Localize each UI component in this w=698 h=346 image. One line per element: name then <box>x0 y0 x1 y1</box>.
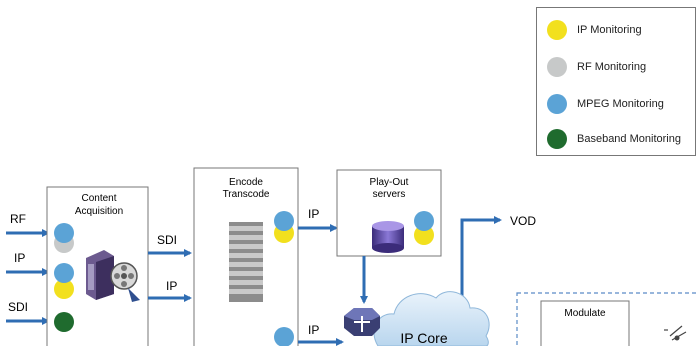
legend-label: Baseband Monitoring <box>577 133 681 145</box>
rf-monitoring-dot-icon <box>547 57 567 77</box>
vod-label: VOD <box>510 214 536 228</box>
mpeg-monitoring-dot-icon <box>414 211 434 231</box>
mpeg-monitoring-dot-icon <box>547 94 567 114</box>
link-label-sdi: SDI <box>157 233 177 247</box>
link-label-ip-lower: IP <box>308 323 319 337</box>
baseband-monitoring-dot-icon <box>547 129 567 149</box>
link-label-ip-playout: IP <box>308 207 319 221</box>
legend-item-ip: IP Monitoring <box>547 18 642 42</box>
encode-title-1: Encode <box>229 177 263 188</box>
input-label-ip: IP <box>14 251 25 265</box>
content-acquisition-title-1: Content <box>81 193 116 204</box>
playout-title-2: servers <box>373 189 406 200</box>
link-label-ip-upper: IP <box>166 279 177 293</box>
delivery-dashed-region <box>516 292 698 346</box>
legend-label: RF Monitoring <box>577 61 647 73</box>
modulate-box <box>540 300 630 346</box>
playout-title-1: Play-Out <box>370 177 409 188</box>
legend-item-mpeg: MPEG Monitoring <box>547 92 664 116</box>
baseband-monitoring-dot-icon <box>54 312 74 332</box>
input-label-rf: RF <box>10 212 26 226</box>
film-reel-icon <box>110 262 140 302</box>
mpeg-monitoring-dot-icon <box>274 211 294 231</box>
ip-core-label: IP Core <box>400 330 447 346</box>
input-label-sdi: SDI <box>8 300 28 314</box>
encode-title-2: Transcode <box>223 189 270 200</box>
rack-server-icon <box>229 222 263 302</box>
router-icon <box>344 308 380 336</box>
legend-label: IP Monitoring <box>577 24 642 36</box>
ip-monitoring-dot-icon <box>54 279 74 299</box>
mpeg-monitoring-dot-icon <box>54 223 74 243</box>
modulate-title: Modulate <box>564 308 606 319</box>
satellite-dish-icon <box>664 325 687 341</box>
mpeg-monitoring-dot-icon <box>54 263 74 283</box>
content-acquisition-title-2: Acquisition <box>75 206 123 217</box>
legend-item-rf: RF Monitoring <box>547 55 646 79</box>
database-icon <box>372 221 404 253</box>
server-icon <box>86 250 114 300</box>
ip-monitoring-dot-icon <box>547 20 567 40</box>
legend-label: MPEG Monitoring <box>577 98 664 110</box>
ip-monitoring-dot-icon <box>414 225 434 245</box>
vod-arrow <box>460 216 502 318</box>
legend-item-baseband: Baseband Monitoring <box>547 127 681 151</box>
legend: IP Monitoring RF Monitoring MPEG Monitor… <box>536 7 696 156</box>
ip-core-cloud <box>373 291 490 346</box>
mpeg-monitoring-dot-icon <box>274 327 294 346</box>
